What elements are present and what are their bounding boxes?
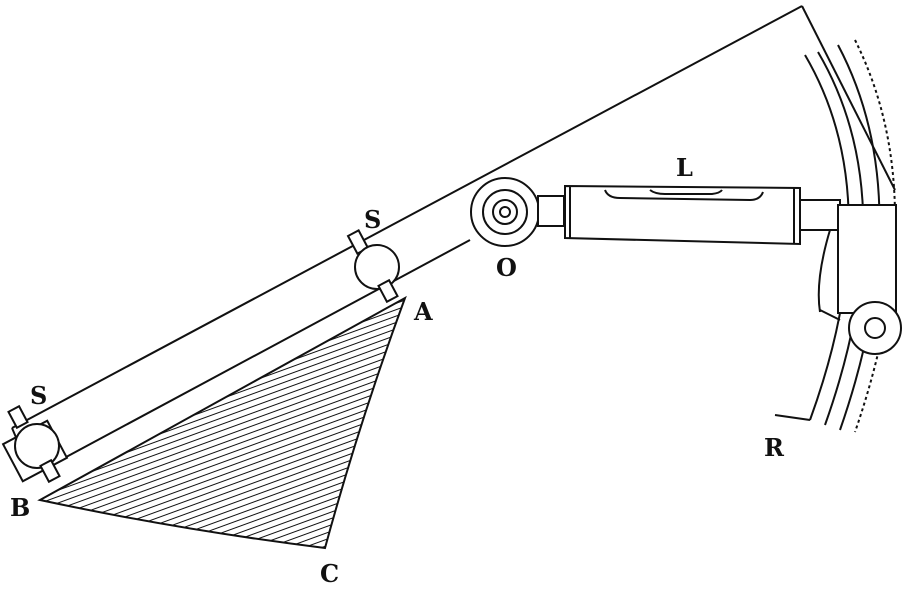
pivot-o bbox=[470, 177, 565, 247]
label-s-lower: S bbox=[30, 381, 48, 410]
label-l: L bbox=[676, 153, 693, 182]
label-b: B bbox=[10, 493, 31, 522]
label-a: A bbox=[414, 297, 433, 326]
label-c: C bbox=[320, 559, 340, 588]
sector-abc bbox=[37, 295, 407, 550]
level-l bbox=[564, 184, 841, 246]
screw-s-upper bbox=[346, 229, 400, 304]
arc-r bbox=[774, 39, 902, 433]
screw-s-lower bbox=[1, 404, 69, 484]
label-s-upper: S bbox=[364, 205, 382, 234]
label-o: O bbox=[496, 253, 517, 282]
label-r: R bbox=[764, 433, 784, 462]
